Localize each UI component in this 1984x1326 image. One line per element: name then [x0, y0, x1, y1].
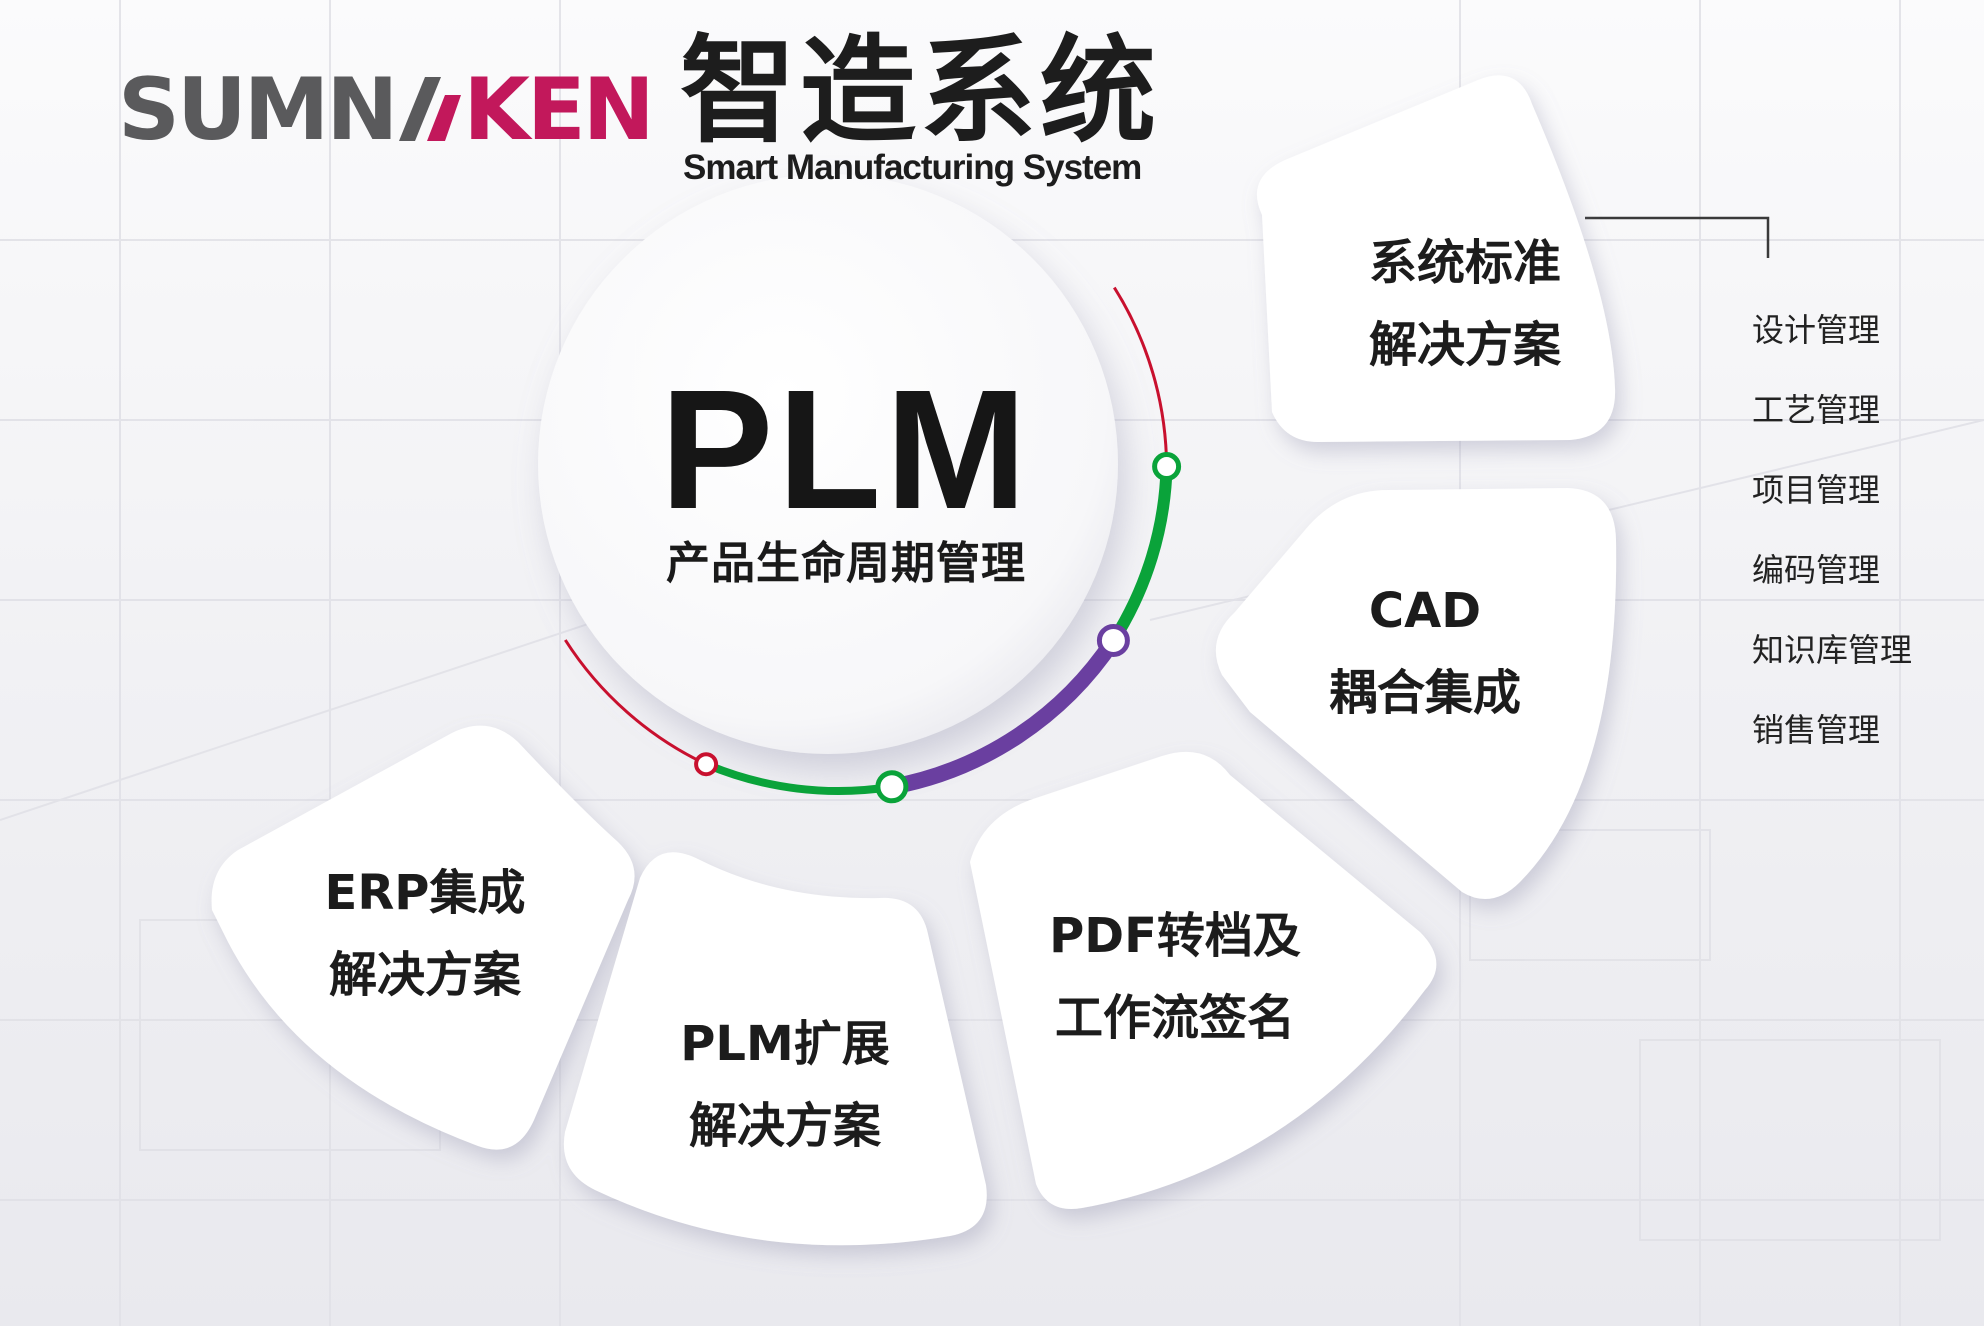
- petal-label-pdf: PDF转档及 工作流签名: [1030, 895, 1320, 1059]
- module-list: 设计管理 工艺管理 项目管理 编码管理 知识库管理 销售管理: [1752, 290, 1912, 770]
- petal-label-erp: ERP集成 解决方案: [300, 852, 550, 1016]
- plm-center-circle: [538, 174, 1118, 754]
- arc-purple: [890, 636, 1121, 795]
- arc-node-red: [694, 752, 719, 777]
- logo-text-ken: KEN: [463, 60, 654, 160]
- brand-logo: SUMN KEN: [118, 60, 655, 160]
- petal-line-2: 工作流签名: [1054, 990, 1295, 1046]
- plm-title: PLM: [660, 355, 1031, 545]
- petal-plm-ext: [563, 852, 987, 1246]
- module-item-knowledge: 知识库管理: [1752, 631, 1913, 669]
- petal-line-2: 耦合集成: [1328, 665, 1521, 721]
- petal-pdf: [970, 751, 1437, 1209]
- module-item-sales: 销售管理: [1752, 711, 1881, 749]
- petal-label-system-standard: 系统标准 解决方案: [1340, 222, 1590, 386]
- petal-group: [211, 75, 1617, 1246]
- logo-k-slash-icon: [399, 77, 462, 141]
- arc-green-bottom: [704, 760, 893, 795]
- module-item-project: 项目管理: [1752, 471, 1881, 509]
- arc-green-right: [1108, 466, 1173, 644]
- logo-text-sumn: SUMN: [118, 60, 398, 160]
- arc-red-bottom: [564, 639, 707, 766]
- petal-line-1: ERP集成: [324, 865, 526, 921]
- petal-line-1: PLM扩展: [680, 1016, 890, 1072]
- petal-line-2: 解决方案: [688, 1098, 881, 1154]
- petal-line-1: 系统标准: [1368, 235, 1561, 291]
- petal-label-plm-ext: PLM扩展 解决方案: [650, 1003, 920, 1167]
- arc-node-purple: [1096, 624, 1130, 657]
- petal-erp: [211, 725, 635, 1150]
- arc-red-top: [1113, 286, 1169, 467]
- plm-subtitle: 产品生命周期管理: [666, 538, 1026, 589]
- petal-line-1: CAD: [1368, 583, 1482, 639]
- arc-node-green-bottom: [875, 770, 909, 804]
- petal-system-standard: [1256, 75, 1616, 442]
- page-title: 智造系统: [680, 24, 1160, 159]
- petal-label-cad: CAD 耦合集成: [1300, 570, 1550, 734]
- petal-line-2: 解决方案: [1368, 317, 1561, 373]
- module-item-coding: 编码管理: [1752, 551, 1881, 589]
- side-list-connector: [1585, 216, 1770, 258]
- petal-line-2: 解决方案: [328, 947, 521, 1003]
- page-subtitle-en: Smart Manufacturing System: [683, 148, 1142, 187]
- module-item-design: 设计管理: [1752, 311, 1881, 349]
- petal-line-1: PDF转档及: [1049, 908, 1301, 964]
- petal-cad: [1215, 488, 1617, 900]
- arc-node-green-top: [1152, 452, 1182, 481]
- module-item-process: 工艺管理: [1752, 391, 1881, 429]
